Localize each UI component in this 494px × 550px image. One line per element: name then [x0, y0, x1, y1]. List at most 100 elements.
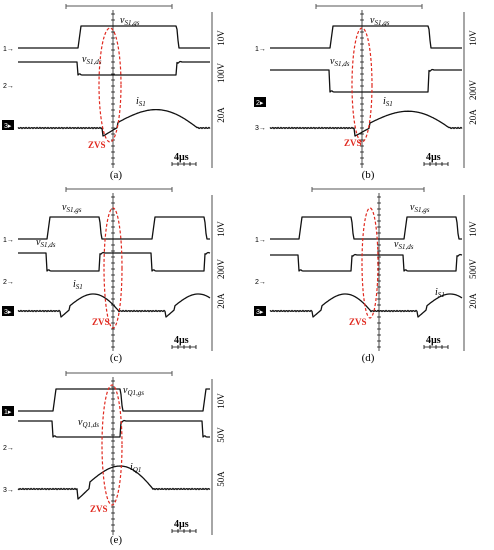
channel-label-sub: S1: [438, 291, 445, 299]
channel-label-main: i: [73, 279, 76, 290]
channel-marker: 3▸: [254, 306, 266, 316]
channel-label: vS1,ds: [82, 54, 102, 66]
channel-label-main: v: [370, 15, 375, 26]
channel-marker-box: [254, 97, 266, 107]
panel-caption: (e): [110, 534, 123, 546]
channel-marker-text: 1→: [3, 237, 14, 244]
channel-marker: 1→: [255, 46, 266, 53]
channel-marker-text: 3→: [3, 487, 14, 494]
channel-marker: 3▸: [2, 120, 14, 130]
time-division-label: 4µs: [426, 152, 441, 163]
channel-scale: 500V: [468, 259, 478, 280]
zvs-highlight-ellipse: [103, 207, 123, 329]
trace-current: [17, 108, 211, 137]
channel-label-sub: S1: [76, 283, 83, 291]
channel-scale: 100V: [216, 63, 226, 84]
channel-label-sub: S1: [386, 100, 393, 108]
center-graticule: [111, 377, 115, 535]
channel-scale: 10V: [468, 221, 478, 237]
zvs-label: ZVS: [90, 504, 108, 514]
channel-marker: 1→: [3, 46, 14, 53]
channel-scale: 20A: [216, 107, 226, 123]
channel-scale: 20A: [216, 293, 226, 309]
channel-scale: 20A: [468, 293, 478, 309]
trigger-bracket: [65, 371, 173, 376]
channel-marker-text: 2→: [3, 83, 14, 90]
channel-marker-number: 1: [255, 237, 259, 244]
channel-label: iS1: [136, 96, 146, 108]
channel-marker-arrow: →: [7, 487, 14, 494]
channel-label-sub: S1,gs: [414, 206, 429, 214]
channel-marker-arrow: →: [7, 445, 14, 452]
zvs-label: ZVS: [344, 138, 362, 148]
channel-marker-text: 1→: [3, 46, 14, 53]
channel-marker-box: [2, 406, 14, 416]
channel-label-main: i: [435, 287, 438, 298]
channel-marker-number: 1: [255, 46, 259, 53]
channel-marker-number: 2: [3, 279, 7, 286]
channel-label: vS1,gs: [120, 15, 140, 27]
channel-marker-text: 1→: [255, 237, 266, 244]
time-division-label: 4µs: [174, 519, 189, 530]
trace-gate-source: [270, 25, 462, 49]
trigger-bracket: [65, 4, 173, 9]
channel-label: vS1,ds: [330, 56, 350, 68]
channel-label-main: v: [123, 385, 128, 396]
channel-marker-text: 2→: [255, 279, 266, 286]
channel-label-sub: Q1,gs: [127, 389, 144, 397]
time-division-indicator: 4µs: [171, 519, 197, 533]
channel-marker-arrow: →: [259, 46, 266, 53]
channel-label-main: v: [120, 15, 125, 26]
channel-scale: 200V: [468, 80, 478, 101]
channel-label-main: v: [330, 56, 335, 67]
channel-label-sub: S1: [139, 100, 146, 108]
channel-marker-arrow: →: [7, 237, 14, 244]
channel-marker-arrow: →: [7, 83, 14, 90]
channel-label-sub: Q1: [133, 466, 142, 474]
zvs-highlight-ellipse: [361, 207, 379, 319]
time-division-indicator: 4µs: [171, 152, 197, 166]
channel-label-sub: Q1,ds: [82, 421, 99, 429]
trace-drain-source: [18, 60, 210, 76]
channel-scale: 50A: [216, 471, 226, 487]
channel-marker: 1→: [3, 237, 14, 244]
trace-gate-source: [270, 216, 462, 240]
zvs-highlight-ellipse: [351, 27, 373, 143]
channel-label: iS1: [435, 287, 445, 299]
trace-gate-source: [18, 25, 210, 49]
channel-label-sub: S1,gs: [124, 19, 139, 27]
channel-label-main: v: [36, 237, 41, 248]
channel-marker-text: 3▸: [4, 309, 12, 316]
channel-marker-text: 2▸: [256, 100, 264, 107]
channel-marker: 2▸: [254, 97, 266, 107]
channel-marker-number: 2: [255, 279, 259, 286]
channel-scale: 50V: [216, 427, 226, 443]
channel-label-sub: S1,gs: [66, 206, 81, 214]
channel-label-main: i: [130, 462, 133, 473]
channel-marker: 3→: [3, 487, 14, 494]
trigger-bracket: [65, 187, 173, 192]
channel-label: vS1,gs: [62, 202, 82, 214]
channel-label: vS1,ds: [394, 239, 414, 251]
trace-current: [17, 293, 211, 318]
trace-drain-source: [270, 253, 463, 272]
channel-marker-arrow: →: [259, 125, 266, 132]
time-division-label: 4µs: [174, 152, 189, 163]
channel-marker-number: 3: [255, 125, 259, 132]
channel-marker-box: [2, 120, 14, 130]
time-division-label: 4µs: [174, 335, 189, 346]
time-division-indicator: 4µs: [171, 335, 197, 349]
channel-label: iS1: [73, 279, 83, 291]
channel-label-sub: S1,ds: [86, 58, 101, 66]
channel-label: vQ1,gs: [123, 385, 144, 397]
zvs-label: ZVS: [88, 140, 106, 150]
zvs-highlight-ellipse: [101, 384, 123, 506]
trace-drain-source: [270, 68, 462, 93]
channel-scale: 10V: [216, 221, 226, 237]
